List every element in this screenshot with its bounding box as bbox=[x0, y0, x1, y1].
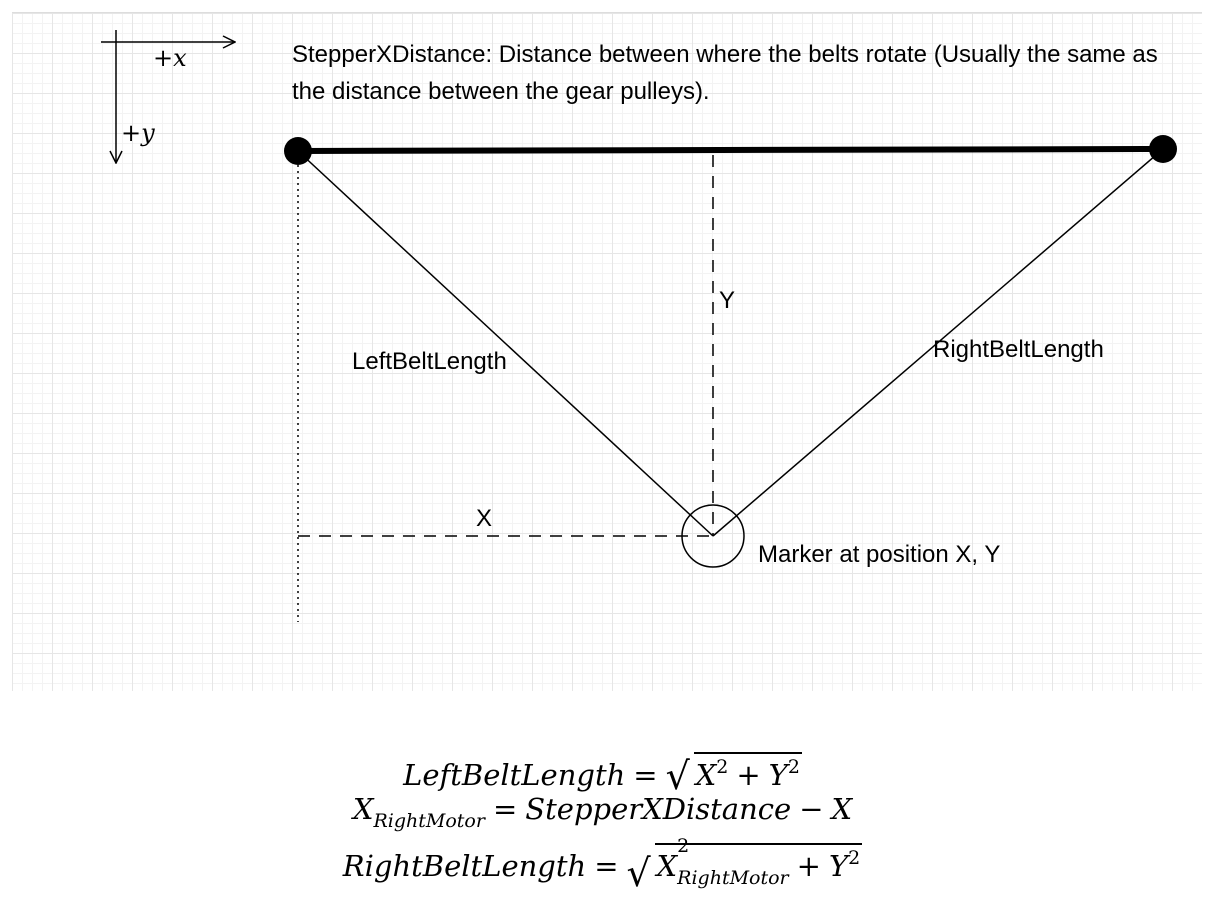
formula-3-x-subscript: RightMotor bbox=[677, 867, 789, 889]
left-belt-line bbox=[297, 150, 714, 537]
formula-3-y-exponent: 2 bbox=[848, 847, 861, 869]
formula-2-stepper-distance: StepperXDistance bbox=[525, 792, 792, 826]
formula-left-belt: LeftBeltLength=√X2+Y2 bbox=[0, 752, 1205, 798]
formula-1-y: Y bbox=[768, 758, 788, 792]
formula-3-x: X bbox=[656, 849, 678, 883]
formula-3-equals: = bbox=[594, 849, 619, 883]
formula-1-x: X bbox=[695, 758, 717, 792]
formula-3-y: Y bbox=[828, 849, 849, 883]
sqrt-icon: √ bbox=[626, 851, 651, 895]
marker-circle bbox=[681, 504, 745, 568]
formula-2-equals: = bbox=[492, 792, 518, 826]
formula-3-x-exponent: 2 bbox=[677, 835, 690, 857]
formula-1-plus: + bbox=[736, 758, 761, 792]
y-label: Y bbox=[719, 287, 736, 314]
stepper-bar bbox=[297, 146, 1164, 154]
formula-2-x: X bbox=[831, 792, 853, 826]
left-belt-label: LeftBeltLength bbox=[352, 348, 507, 375]
right-belt-line bbox=[712, 148, 1164, 537]
formula-1-lhs: LeftBeltLength bbox=[403, 758, 626, 792]
grid-canvas bbox=[12, 12, 1202, 691]
formula-1-y-exponent: 2 bbox=[787, 756, 800, 778]
formula-3-plus: + bbox=[796, 849, 821, 883]
formula-x-right-motor: XRightMotor=StepperXDistance−X bbox=[0, 792, 1205, 832]
stepper-distance-description: StepperXDistance: Distance between where… bbox=[292, 41, 1158, 105]
formula-2-lhs: X bbox=[352, 792, 374, 826]
formula-2-lhs-subscript: RightMotor bbox=[373, 810, 485, 832]
y-axis-label: +y bbox=[121, 119, 155, 147]
x-label: X bbox=[476, 505, 493, 532]
x-axis-label: +x bbox=[153, 44, 187, 72]
formula-1-equals: = bbox=[633, 758, 658, 792]
formula-1-sqrt: √X2+Y2 bbox=[666, 752, 802, 798]
marker-label: Marker at position X, Y bbox=[758, 541, 1001, 568]
formula-2-minus: − bbox=[799, 792, 824, 826]
formula-3-lhs: RightBeltLength bbox=[342, 849, 587, 883]
right-belt-label: RightBeltLength bbox=[933, 336, 1104, 363]
formula-1-x-exponent: 2 bbox=[716, 756, 729, 778]
sqrt-icon: √ bbox=[665, 754, 690, 798]
